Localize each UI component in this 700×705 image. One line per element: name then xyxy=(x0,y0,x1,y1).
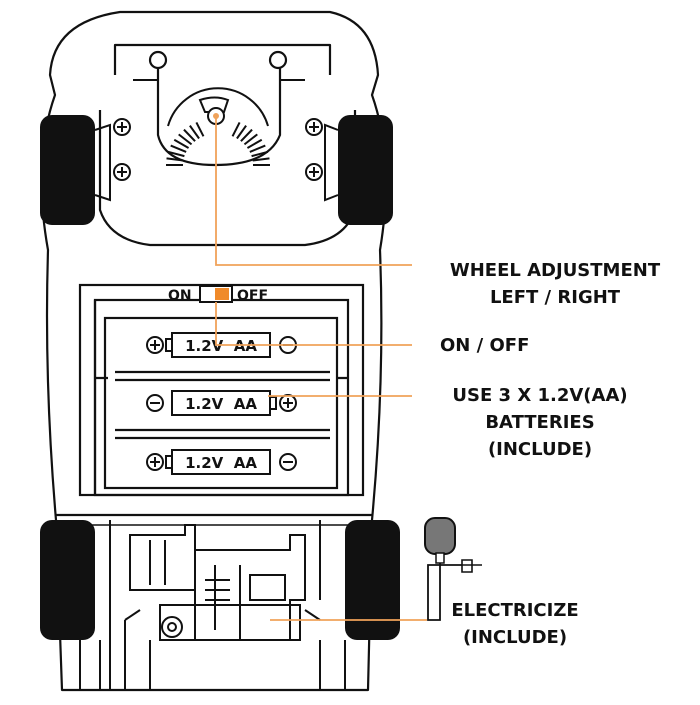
screw-cross xyxy=(117,122,127,132)
leader-on-off xyxy=(215,302,412,346)
wheel-rear-right xyxy=(345,520,400,640)
dial-tick xyxy=(243,133,258,146)
battery-body xyxy=(171,449,271,475)
charger-plug xyxy=(424,517,456,555)
charger-cable xyxy=(424,517,482,621)
callout-batteries-line2: BATTERIES xyxy=(485,412,595,433)
switch-off-label: OFF xyxy=(237,288,268,304)
car-body-outline xyxy=(40,10,388,692)
switch-on-label: ON xyxy=(168,288,192,304)
battery-slots: 1.2V AA 1.2V AA 1.2V AA xyxy=(146,332,297,475)
callout-batteries: USE 3 X 1.2V(AA) BATTERIES (INCLUDE) xyxy=(440,382,640,463)
callout-batteries-line1: USE 3 X 1.2V(AA) xyxy=(452,385,628,406)
power-switch[interactable]: ON OFF xyxy=(168,285,268,304)
steering-block xyxy=(156,68,282,167)
callout-electricize-line2: (INCLUDE) xyxy=(462,627,568,648)
dial-tick xyxy=(183,128,196,142)
dial-tick xyxy=(170,144,187,153)
callout-electricize-line1: ELECTRICIZE xyxy=(451,600,579,621)
wheels xyxy=(40,115,400,640)
callout-wheel-adjustment: WHEEL ADJUSTMENT LEFT / RIGHT xyxy=(440,257,670,311)
battery: 1.2V AA xyxy=(146,390,297,416)
screw-cross xyxy=(117,167,127,177)
dial-tick xyxy=(246,138,263,149)
callout-wheel-line1: WHEEL ADJUSTMENT xyxy=(449,260,661,281)
wheel-adjust-dial xyxy=(166,87,270,166)
battery-label: 1.2V AA xyxy=(185,454,257,472)
dial-tick xyxy=(251,150,269,158)
wheel-front-left xyxy=(40,115,95,225)
plus-sign xyxy=(150,340,160,350)
callout-batteries-line3: (INCLUDE) xyxy=(487,439,593,460)
leader-lines xyxy=(215,116,427,621)
battery-terminal xyxy=(269,396,277,410)
battery: 1.2V AA xyxy=(146,449,297,475)
battery-body xyxy=(171,390,271,416)
dial-tick xyxy=(173,138,190,149)
dial-tick xyxy=(178,133,193,146)
rear-motor-housing xyxy=(129,524,196,591)
plus-sign xyxy=(283,398,293,408)
dial-tick xyxy=(249,144,266,153)
mount-post-left xyxy=(148,50,168,70)
dial-tick xyxy=(252,157,270,162)
switch-slider[interactable] xyxy=(215,288,229,300)
mount-post-right xyxy=(268,50,288,70)
charge-port[interactable] xyxy=(167,622,177,632)
dial-tick xyxy=(166,157,184,162)
wheel-front-right xyxy=(338,115,393,225)
dial-tick xyxy=(189,125,200,140)
dial-tick xyxy=(236,125,247,140)
plus-sign xyxy=(150,457,160,467)
battery-terminal xyxy=(165,455,173,469)
dial-tick xyxy=(195,121,205,137)
dial-tick xyxy=(231,121,241,137)
battery-terminal xyxy=(165,338,173,352)
callout-electricize: ELECTRICIZE (INCLUDE) xyxy=(440,597,590,651)
screw-cross xyxy=(309,122,319,132)
leader-dot xyxy=(213,113,219,119)
callout-onoff-line1: ON / OFF xyxy=(440,335,530,356)
dial-tick xyxy=(167,150,185,158)
battery-label: 1.2V AA xyxy=(185,395,257,413)
callout-wheel-line2: LEFT / RIGHT xyxy=(489,287,621,308)
callout-on-off: ON / OFF xyxy=(440,332,530,359)
dial-tick xyxy=(240,128,253,142)
car-inner-top-frame xyxy=(113,43,332,75)
screw-cross xyxy=(309,167,319,177)
screws xyxy=(113,118,323,181)
battery-label: 1.2V AA xyxy=(185,337,257,355)
wheel-rear-left xyxy=(40,520,95,640)
leader-wheel-adjustment xyxy=(215,116,412,266)
